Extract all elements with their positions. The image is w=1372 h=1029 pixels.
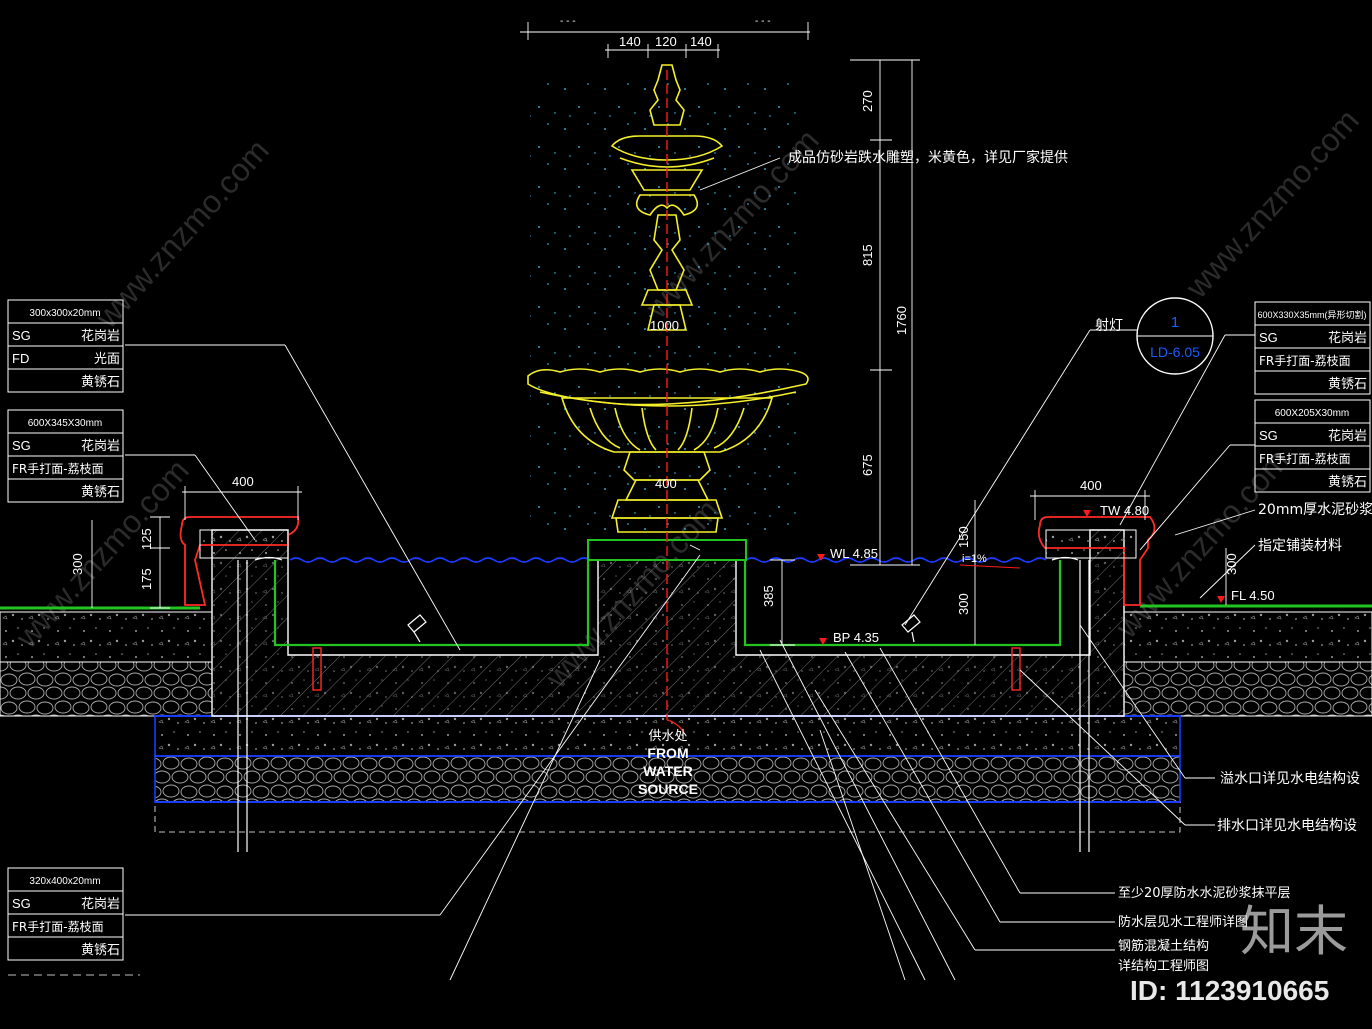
dim-270: 270 xyxy=(860,90,875,112)
note-spotlight: 射灯 xyxy=(1095,318,1123,334)
dimension-lines xyxy=(91,22,1227,646)
legend-box-3-text: 600X330X35mm(异形切割) SG 花岗岩 FR手打面-荔枝面 黄锈石 xyxy=(1257,309,1367,392)
dim-675: 675 xyxy=(860,454,875,476)
spotlight-left xyxy=(407,614,427,643)
level-bp: BP 4.35 xyxy=(833,630,879,645)
svg-text:SG: SG xyxy=(12,328,31,343)
coping-left xyxy=(179,516,300,606)
note-supply-en1: FROM xyxy=(647,745,688,761)
watermark-logo: 知末 ID: 1123910665 xyxy=(1130,900,1348,1006)
slope-label: i=1% xyxy=(962,553,987,565)
legend-box-5-text: 320x400x20mm SG 花岗岩 FR手打面-荔枝面 黄锈石 xyxy=(12,876,120,958)
spotlight-right xyxy=(901,614,921,643)
dim-300-right: 300 xyxy=(956,593,971,615)
coping-right xyxy=(1037,516,1156,606)
svg-text:花岗岩: 花岗岩 xyxy=(1328,428,1367,444)
svg-text:SG: SG xyxy=(12,438,31,453)
legend-box-3 xyxy=(1254,301,1371,395)
callout-number: 1 xyxy=(1171,314,1179,331)
svg-text:- - -: - - - xyxy=(755,16,771,27)
legend-box-4-text: 600X205X30mm SG 花岗岩 FR手打面-荔枝面 黄锈石 xyxy=(1259,408,1367,490)
note-concrete-2: 详结构工程师图 xyxy=(1118,959,1209,974)
dim-1000: 1000 xyxy=(650,318,679,333)
svg-text:花岗岩: 花岗岩 xyxy=(81,438,120,454)
pool-structure xyxy=(211,529,1125,852)
svg-text:600X205X30mm: 600X205X30mm xyxy=(1275,408,1350,419)
dimension-texts: - - - - - - 140 120 140 270 815 675 1760… xyxy=(70,16,1239,615)
note-drain: 排水口详见水电结构设 xyxy=(1217,818,1357,834)
detail-callout: 1 LD-6.05 xyxy=(1136,297,1214,375)
water-surface xyxy=(289,557,1047,563)
svg-text:600X345X30mm: 600X345X30mm xyxy=(28,418,103,429)
level-tw: TW 4.80 xyxy=(1100,503,1149,518)
note-supply-en3: SOURCE xyxy=(638,781,698,797)
note-concrete-1: 钢筋混凝土结构 xyxy=(1118,938,1209,954)
level-wl: WL 4.85 xyxy=(830,546,878,561)
svg-text:黄锈石: 黄锈石 xyxy=(81,943,120,958)
legend-box-2-text: 600X345X30mm SG 花岗岩 FR手打面-荔枝面 黄锈石 xyxy=(12,418,120,500)
note-supply-cn: 供水处 xyxy=(648,729,687,744)
note-supply-en2: WATER xyxy=(643,763,693,779)
svg-text:花岗岩: 花岗岩 xyxy=(1328,330,1367,346)
dim-140-left: 140 xyxy=(619,34,641,49)
dim-815: 815 xyxy=(860,244,875,266)
svg-text:320x400x20mm: 320x400x20mm xyxy=(29,876,100,887)
dim-125: 125 xyxy=(139,528,154,550)
dim-120: 120 xyxy=(655,34,677,49)
note-mortar: 20mm厚水泥砂浆 xyxy=(1258,502,1372,518)
dim-140-right: 140 xyxy=(690,34,712,49)
svg-text:FR手打面-荔枝面: FR手打面-荔枝面 xyxy=(1259,353,1351,368)
notes: 成品仿砂岩跌水雕塑，米黄色，详见厂家提供 射灯 20mm厚水泥砂浆 指定铺装材料… xyxy=(638,149,1372,974)
svg-text:SG: SG xyxy=(1259,428,1278,443)
svg-text:- - -: - - - xyxy=(560,16,576,27)
ground-layers xyxy=(0,604,1372,833)
svg-text:光面: 光面 xyxy=(94,352,120,367)
svg-text:黄锈石: 黄锈石 xyxy=(1328,475,1367,490)
dim-400-left: 400 xyxy=(232,474,254,489)
watermark-logo-text: 知末 xyxy=(1240,900,1348,963)
note-waterproof-layer: 防水层见水工程师详图 xyxy=(1118,914,1248,930)
svg-text:600X330X35mm(异形切割): 600X330X35mm(异形切割) xyxy=(1257,309,1366,320)
watermark-id: ID: 1123910665 xyxy=(1130,975,1329,1006)
fountain-sculpture xyxy=(527,64,809,540)
dim-150: 150 xyxy=(956,526,971,548)
legend-box-4 xyxy=(1254,399,1371,493)
svg-text:FR手打面-荔枝面: FR手打面-荔枝面 xyxy=(12,919,104,934)
svg-text:SG: SG xyxy=(1259,330,1278,345)
dim-400-base: 400 xyxy=(655,476,677,491)
callout-ref: LD-6.05 xyxy=(1150,344,1200,360)
svg-text:300x300x20mm: 300x300x20mm xyxy=(29,308,100,319)
legend-box-1 xyxy=(7,299,124,393)
svg-text:黄锈石: 黄锈石 xyxy=(81,485,120,500)
svg-text:SG: SG xyxy=(12,896,31,911)
dim-1760: 1760 xyxy=(894,306,909,335)
level-fl: FL 4.50 xyxy=(1231,588,1275,603)
dim-385: 385 xyxy=(761,585,776,607)
leader-lines xyxy=(125,157,1256,981)
note-sculpture: 成品仿砂岩跌水雕塑，米黄色，详见厂家提供 xyxy=(788,149,1068,166)
note-paving: 指定铺装材料 xyxy=(1258,538,1342,554)
legend-box-2 xyxy=(7,409,124,503)
svg-text:FD: FD xyxy=(12,351,29,366)
dim-175: 175 xyxy=(139,568,154,590)
svg-text:FR手打面-荔枝面: FR手打面-荔枝面 xyxy=(1259,451,1351,466)
legend-box-5 xyxy=(7,867,124,961)
level-markers: WL 4.85 TW 4.80 BP 4.35 FL 4.50 i=1% xyxy=(817,503,1275,645)
svg-text:黄锈石: 黄锈石 xyxy=(1328,377,1367,392)
svg-text:花岗岩: 花岗岩 xyxy=(81,328,120,344)
dim-300-left: 300 xyxy=(70,553,85,575)
svg-text:黄锈石: 黄锈石 xyxy=(81,375,120,390)
legend-box-1-text: 300x300x20mm SG 花岗岩 FD 光面 黄锈石 xyxy=(12,308,120,390)
svg-text:花岗岩: 花岗岩 xyxy=(81,896,120,912)
note-overflow: 溢水口详见水电结构设 xyxy=(1220,771,1360,787)
note-waterproof-mortar: 至少20厚防水水泥砂浆抹平层 xyxy=(1118,885,1291,901)
dim-300-wall: 300 xyxy=(1224,553,1239,575)
dim-400-right: 400 xyxy=(1080,478,1102,493)
svg-text:FR手打面-荔枝面: FR手打面-荔枝面 xyxy=(12,461,104,476)
